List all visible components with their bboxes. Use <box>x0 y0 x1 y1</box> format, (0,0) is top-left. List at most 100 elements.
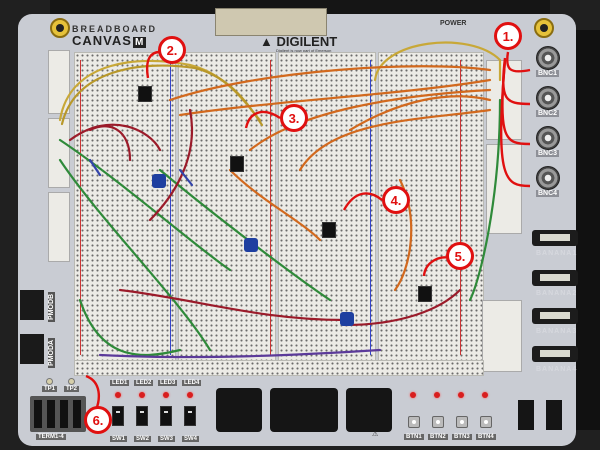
pmod-connector[interactable] <box>20 290 44 320</box>
callout-6: 6. <box>84 406 112 434</box>
wire-red <box>148 108 193 222</box>
power-rail-positive <box>460 60 461 355</box>
digilent-logo: ▲ DIGILENT <box>260 34 337 49</box>
pin-header-block <box>486 144 522 234</box>
breadboard-section[interactable] <box>178 52 276 364</box>
button-label: BTN3 <box>452 434 472 440</box>
led-indicator <box>482 392 488 398</box>
push-button[interactable] <box>408 416 420 428</box>
switch-label: SW2 <box>134 436 152 442</box>
callout-3: 3. <box>280 104 308 132</box>
audio-jack[interactable] <box>546 400 562 430</box>
breadboard-section[interactable] <box>74 52 176 364</box>
device-port[interactable] <box>270 388 338 432</box>
wire-blue <box>88 158 102 177</box>
pin-header-block <box>482 300 522 372</box>
wire-orange <box>298 108 492 172</box>
push-button[interactable] <box>456 416 468 428</box>
banana-label: BANANA3 <box>536 328 578 335</box>
wire-orange <box>348 95 492 132</box>
wire-green <box>78 298 182 357</box>
slide-switch[interactable] <box>136 406 148 426</box>
slide-switch[interactable] <box>160 406 172 426</box>
wire-red <box>118 288 347 322</box>
power-rail-negative <box>170 60 171 355</box>
esd-warning-icon: ⚠ <box>372 431 379 438</box>
wire-orange <box>248 88 492 152</box>
button-label: BTN4 <box>476 434 496 440</box>
case-side-panel <box>576 30 600 430</box>
bnc-connector[interactable] <box>536 166 560 190</box>
led-indicator <box>187 392 193 398</box>
banana-jack[interactable] <box>532 308 578 324</box>
potentiometer[interactable] <box>152 174 166 188</box>
ic-chip <box>138 86 152 102</box>
bnc-label: BNC3 <box>536 150 560 157</box>
push-button[interactable] <box>480 416 492 428</box>
pin-header-block <box>48 118 70 188</box>
slide-switch[interactable] <box>184 406 196 426</box>
screw-icon <box>50 18 70 38</box>
usb-port[interactable] <box>216 388 262 432</box>
arrow-6 <box>85 374 101 411</box>
maker-name: DIGILENT <box>276 34 338 49</box>
button-label: BTN1 <box>404 434 424 440</box>
bnc-connector[interactable] <box>536 86 560 110</box>
banana-jack[interactable] <box>532 346 578 362</box>
led-label: LED1 <box>110 380 130 386</box>
wire-red <box>68 123 162 152</box>
callout-1: 1. <box>494 22 522 50</box>
led-indicator <box>410 392 416 398</box>
test-point-label: TP1 <box>42 386 58 392</box>
terminal-block[interactable] <box>30 396 86 432</box>
maker-subtitle: Digilent is now part of Emerson <box>276 48 332 53</box>
switch-label: SW1 <box>110 436 128 442</box>
banana-jack[interactable] <box>532 270 578 286</box>
test-point-label: TP2 <box>64 386 80 392</box>
brand-badge: M <box>132 37 147 48</box>
screw-icon <box>534 18 554 38</box>
banana-label: BANANA1 <box>536 250 578 257</box>
triangle-logo-icon: ▲ <box>260 34 273 49</box>
bnc-connector[interactable] <box>536 46 560 70</box>
arrow-2 <box>146 50 161 79</box>
ic-chip <box>418 286 432 302</box>
wire-purple <box>98 348 382 359</box>
wire-orange <box>178 78 492 117</box>
wire-blue <box>178 168 194 187</box>
switch-label: SW3 <box>158 436 176 442</box>
bnc-label: BNC4 <box>536 190 560 197</box>
led-indicator <box>458 392 464 398</box>
pin-header-block <box>48 50 70 114</box>
arrow-bnc1 <box>506 51 531 73</box>
potentiometer[interactable] <box>340 312 354 326</box>
led-indicator <box>115 392 121 398</box>
audio-jack[interactable] <box>518 400 534 430</box>
bnc-label: BNC1 <box>536 70 560 77</box>
push-button[interactable] <box>432 416 444 428</box>
arrow-bnc4 <box>500 59 531 188</box>
bnc-connector[interactable] <box>536 126 560 150</box>
wire-orange <box>168 65 492 102</box>
arrow-4 <box>342 192 383 211</box>
led-label: LED3 <box>158 380 178 386</box>
power-label: POWER <box>440 20 467 27</box>
breadboard-bottom-rail[interactable] <box>74 360 484 376</box>
power-rail-positive <box>270 60 271 355</box>
slide-switch[interactable] <box>112 406 124 426</box>
banana-jack[interactable] <box>532 230 578 246</box>
button-label: BTN2 <box>428 434 448 440</box>
callout-4: 4. <box>382 186 410 214</box>
banana-label: BANANA4 <box>536 366 578 373</box>
usb-port[interactable] <box>346 388 392 432</box>
test-point[interactable] <box>46 378 53 385</box>
ic-chip <box>322 222 336 238</box>
power-rail-negative <box>370 60 371 355</box>
bnc-label: BNC2 <box>536 110 560 117</box>
potentiometer[interactable] <box>244 238 258 252</box>
test-point[interactable] <box>68 378 75 385</box>
pmod-connector[interactable] <box>20 334 44 364</box>
